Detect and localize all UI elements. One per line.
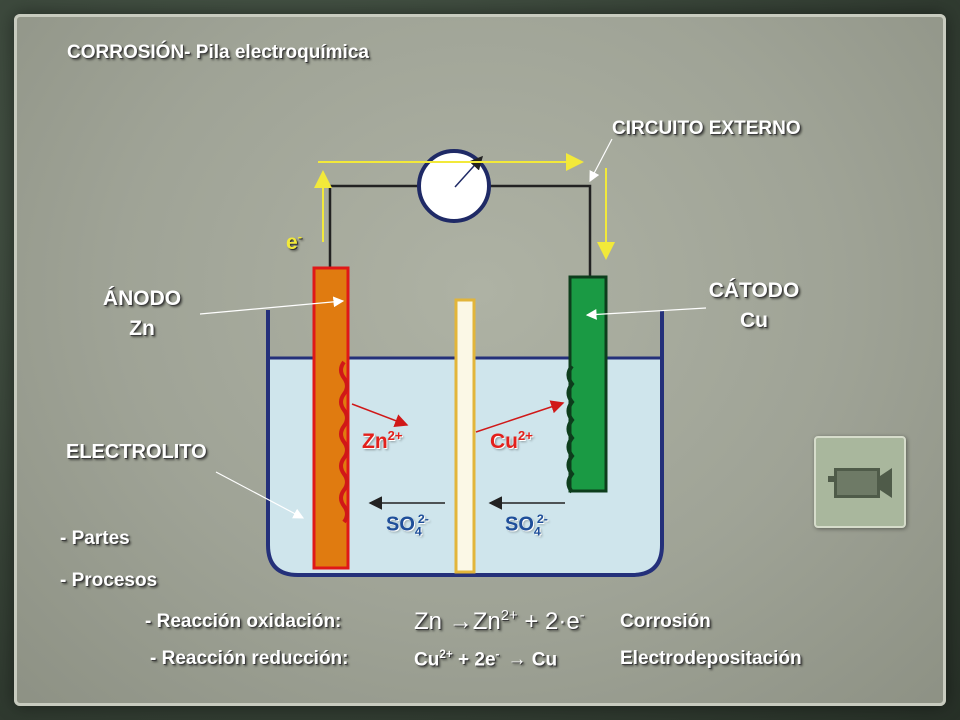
cu-ion-charge: 2+ <box>518 428 533 443</box>
oxidation-eq-reactant: Zn <box>414 608 449 635</box>
bullet-processes: - Procesos <box>60 570 158 591</box>
reduction-label: - Reacción reducción: <box>150 648 349 669</box>
zn-ion-arrow <box>351 403 409 428</box>
anode-label-name: ÁNODO <box>102 287 182 310</box>
cathode-deposit-edge <box>566 364 575 494</box>
oxidation-eq-electron: e <box>566 608 580 635</box>
reaction-arrow-icon: → <box>448 608 473 635</box>
reduction-eq-electrons: + 2e <box>452 649 496 671</box>
anode-label-metal: Zn <box>129 317 155 340</box>
sulfate-charge: 2- <box>536 512 548 526</box>
oxidation-equation: Zn →Zn2+ + 2·e- <box>414 608 585 636</box>
oxidation-label: - Reacción oxidación: <box>145 611 342 632</box>
reduction-result: Electrodepositación <box>620 648 802 669</box>
anode-corrosion-edge <box>339 360 349 524</box>
oxidation-eq-dot: · <box>558 608 567 635</box>
oxidation-eq-ion-charge: 2+ <box>500 608 518 624</box>
sulfate-charge: 2- <box>417 512 429 526</box>
sulfate-symbol: SO <box>386 513 415 536</box>
cu-ion-label: Cu2+ <box>490 428 533 454</box>
oxidation-eq-ion: Zn <box>472 608 501 635</box>
beaker-wall <box>266 310 664 577</box>
bullet-parts: - Partes <box>60 528 130 549</box>
oxidation-eq-electron-charge: - <box>579 608 585 624</box>
sulfate-label-right: SO42- <box>505 512 548 539</box>
porous-separator <box>454 298 476 574</box>
reduction-eq-ion-charge: 2+ <box>439 648 453 661</box>
electron-flow-arrows <box>314 153 615 260</box>
electrolyte-pointer <box>215 471 305 519</box>
zn-ion-symbol: Zn <box>362 430 388 453</box>
cathode-label: CÁTODO Cu <box>700 276 808 336</box>
anode-label: ÁNODO Zn <box>96 284 188 344</box>
zn-ion-label: Zn2+ <box>362 428 403 454</box>
cathode-label-name: CÁTODO <box>708 279 800 302</box>
cathode-electrode <box>566 275 608 494</box>
cathode-label-metal: Cu <box>740 309 768 332</box>
sulfate-subscript: 4 <box>414 524 422 539</box>
zn-ion-charge: 2+ <box>387 428 403 443</box>
cu-ion-arrow <box>475 400 565 433</box>
cu-ion-symbol: Cu <box>490 430 518 453</box>
reduction-eq-electron-charge: - <box>495 648 500 661</box>
sulfate-label-left: SO42- <box>386 512 429 539</box>
oxidation-result: Corrosión <box>620 611 711 632</box>
video-camera-icon <box>828 468 892 498</box>
oxidation-eq-plus: + 2 <box>517 608 559 635</box>
slide-title: CORROSIÓN- Pila electroquímica <box>67 42 369 63</box>
cathode-pointer <box>585 307 707 320</box>
reduction-equation: Cu2+ + 2e-→ Cu <box>414 648 557 671</box>
sulfate-symbol: SO <box>505 513 534 536</box>
video-button[interactable] <box>814 436 906 528</box>
sulfate-subscript: 4 <box>533 524 541 539</box>
external-circuit-pointer <box>589 138 613 183</box>
anode-electrode <box>312 266 350 570</box>
electrolyte-label: ELECTROLITO <box>66 441 207 463</box>
reaction-arrow-icon: → <box>507 649 527 671</box>
electron-charge: - <box>297 229 303 244</box>
electron-symbol: e <box>286 231 298 254</box>
reduction-eq-ion: Cu <box>414 649 440 671</box>
electron-label: e- <box>286 229 302 255</box>
external-circuit-label: CIRCUITO EXTERNO <box>612 118 801 139</box>
anode-pointer <box>199 296 345 315</box>
reduction-eq-product: Cu <box>526 649 558 671</box>
